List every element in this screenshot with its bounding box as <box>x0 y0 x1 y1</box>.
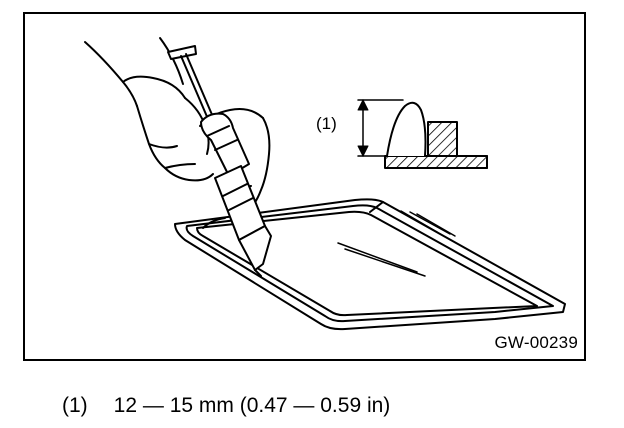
hand-icon <box>84 37 214 182</box>
legend-text: 12 — 15 mm (0.47 — 0.59 in) <box>113 394 391 417</box>
legend-key: (1) <box>62 394 88 417</box>
glass-panel-icon <box>174 198 566 331</box>
bead-profile-icon <box>357 99 488 169</box>
figure-id-code: GW-00239 <box>494 333 578 352</box>
figure-frame: (1) GW-00239 <box>23 12 586 361</box>
illustration <box>84 37 566 331</box>
caulking-gun-icon <box>167 45 272 277</box>
legend: (1) 12 — 15 mm (0.47 — 0.59 in) <box>62 394 390 418</box>
dimension-callout-label: (1) <box>316 114 337 133</box>
